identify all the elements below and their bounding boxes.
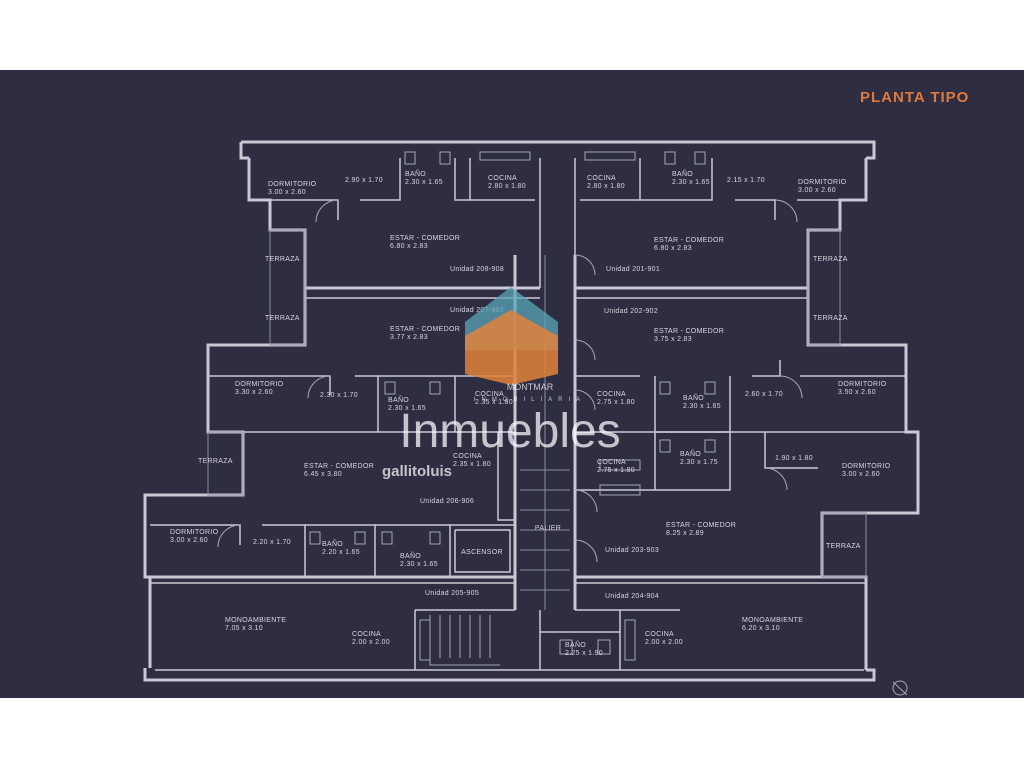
cocina-br-dim: 2.00 x 2.00 [645, 639, 683, 646]
mono-r-name: MONOAMBIENTE [742, 617, 803, 624]
bano-l4b-name: BAÑO [400, 551, 421, 560]
dorm-r3-dim: 3.00 x 2.60 [842, 471, 880, 478]
dorm-tr-dim: 3.00 x 2.60 [798, 187, 836, 194]
dorm-tl-name: DORMITORIO [268, 181, 317, 188]
estar-tl-dim: 6.80 x 2.83 [390, 243, 428, 250]
mono-l-name: MONOAMBIENTE [225, 617, 286, 624]
watermark-brand: MONTMAR [507, 382, 554, 392]
cocina-mr-dim: 2.75 x 1.80 [597, 399, 635, 406]
estar-tr-dim: 6.80 x 2.83 [654, 245, 692, 252]
unidad-905-label: Unidad 205-905 [425, 590, 479, 597]
cocina-r3-dim: 2.75 x 1.80 [597, 467, 635, 474]
bano-bc-name: BAÑO [565, 640, 586, 649]
terraces [207, 229, 867, 578]
cocina-tr-name: COCINA [587, 175, 616, 182]
terraza-2l-label: TERRAZA [265, 315, 300, 322]
unidad-904-label: Unidad 204-904 [605, 593, 659, 600]
dorm-l4-dim: 3.00 x 2.60 [170, 537, 208, 544]
estar-r4-dim: 8.25 x 2.89 [666, 530, 704, 537]
estar-mr-dim: 3.75 x 2.83 [654, 336, 692, 343]
bano-ml-name: BAÑO [388, 395, 409, 404]
unidad-908-label: Unidad 208-908 [450, 266, 504, 273]
terraza-1r-label: TERRAZA [813, 256, 848, 263]
watermark-sub: INMOBILIARIA [474, 397, 586, 403]
unidad-906-label: Unidad 206-906 [420, 498, 474, 505]
estar-tr-name: ESTAR - COMEDOR [654, 237, 724, 244]
estar-l3-dim: 6.45 x 3.80 [304, 471, 342, 478]
bano-bc-dim: 2.25 x 1.90 [565, 650, 603, 657]
floor-plan-drawing: PLANTA TIPO [143, 89, 969, 696]
pass-mr-dim: 2.60 x 1.70 [745, 391, 783, 398]
bano-l4a-name: BAÑO [322, 539, 343, 548]
mono-r-dim: 6.20 x 3.10 [742, 625, 780, 632]
estar-l3-name: ESTAR - COMEDOR [304, 463, 374, 470]
estar-r4-name: ESTAR - COMEDOR [666, 522, 736, 529]
bano-ml-dim: 2.30 x 1.65 [388, 405, 426, 412]
cocina-ml-dim: 2.35 x 1.80 [475, 399, 513, 406]
estar-ml-dim: 3.77 x 2.83 [390, 334, 428, 341]
bano-mr-name: BAÑO [683, 393, 704, 402]
cocina-l3-dim: 2.35 x 1.80 [453, 461, 491, 468]
bano-mr-dim: 2.30 x 1.65 [683, 403, 721, 410]
bano-tl-name: BAÑO [405, 169, 426, 178]
terraza-2r-label: TERRAZA [813, 315, 848, 322]
mono-l-dim: 7.05 x 3.10 [225, 625, 263, 632]
dorm-ml-dim: 3.30 x 2.60 [235, 389, 273, 396]
palier-label: PALIER [535, 525, 561, 532]
dorm-tl-dim: 3.00 x 2.60 [268, 189, 306, 196]
pass-l4-dim: 2.20 x 1.70 [253, 539, 291, 546]
dorm-tr-name: DORMITORIO [798, 179, 847, 186]
unidad-903-label: Unidad 203-903 [605, 547, 659, 554]
unidad-901-label: Unidad 201-901 [606, 266, 660, 273]
dorm-ml-name: DORMITORIO [235, 381, 284, 388]
dorm-mr-dim: 3.50 x 2.60 [838, 389, 876, 396]
pass-ml-dim: 2.30 x 1.70 [320, 392, 358, 399]
cocina-bl-dim: 2.00 x 2.00 [352, 639, 390, 646]
estar-tl-name: ESTAR - COMEDOR [390, 235, 460, 242]
cocina-r3-name: COCINA [597, 459, 626, 466]
cocina-tr-dim: 2.80 x 1.80 [587, 183, 625, 190]
cocina-br-name: COCINA [645, 631, 674, 638]
ascensor-label: ASCENSOR [461, 549, 503, 556]
estar-ml-name: ESTAR - COMEDOR [390, 326, 460, 333]
terraza-3l-label: TERRAZA [198, 458, 233, 465]
room-labels: DORMITORIO 3.00 x 2.60 2.90 x 1.70 BAÑO … [170, 169, 891, 657]
bano-l4a-dim: 2.20 x 1.65 [322, 549, 360, 556]
floor-plan: PLANTA TIPO [0, 70, 1024, 698]
cocina-ml-name: COCINA [475, 391, 504, 398]
dorm-mr-name: DORMITORIO [838, 381, 887, 388]
bano-l4b-dim: 2.30 x 1.65 [400, 561, 438, 568]
dorm-r3-name: DORMITORIO [842, 463, 891, 470]
dorm-l4-name: DORMITORIO [170, 529, 219, 536]
estar-mr-name: ESTAR - COMEDOR [654, 328, 724, 335]
pass-r3-dim: 1.90 x 1.80 [775, 455, 813, 462]
cocina-bl-name: COCINA [352, 631, 381, 638]
bano-tr-dim: 2.30 x 1.65 [672, 179, 710, 186]
bano-tr-name: BAÑO [672, 169, 693, 178]
pass-tl-dim: 2.90 x 1.70 [345, 177, 383, 184]
terraza-4r-label: TERRAZA [826, 543, 861, 550]
north-arrow-icon [892, 680, 908, 696]
watermark-user: gallitoluis [382, 463, 452, 480]
bano-tl-dim: 2.30 x 1.65 [405, 179, 443, 186]
pass-tr-dim: 2.15 x 1.70 [727, 177, 765, 184]
bano-r3-dim: 2.30 x 1.75 [680, 459, 718, 466]
bano-r3-name: BAÑO [680, 449, 701, 458]
cocina-tl-dim: 2.80 x 1.80 [488, 183, 526, 190]
cocina-tl-name: COCINA [488, 175, 517, 182]
unidad-902-label: Unidad 202-902 [604, 308, 658, 315]
watermark: MONTMAR INMOBILIARIA Inmuebles gallitolu… [382, 287, 621, 480]
watermark-site: Inmuebles [399, 405, 620, 458]
cocina-l3-name: COCINA [453, 453, 482, 460]
plan-title: PLANTA TIPO [860, 89, 969, 106]
cocina-mr-name: COCINA [597, 391, 626, 398]
terraza-1l-label: TERRAZA [265, 256, 300, 263]
fixtures [217, 151, 803, 666]
watermark-logo-icon [465, 287, 558, 385]
unidad-907-label: Unidad 207-907 [450, 307, 504, 314]
